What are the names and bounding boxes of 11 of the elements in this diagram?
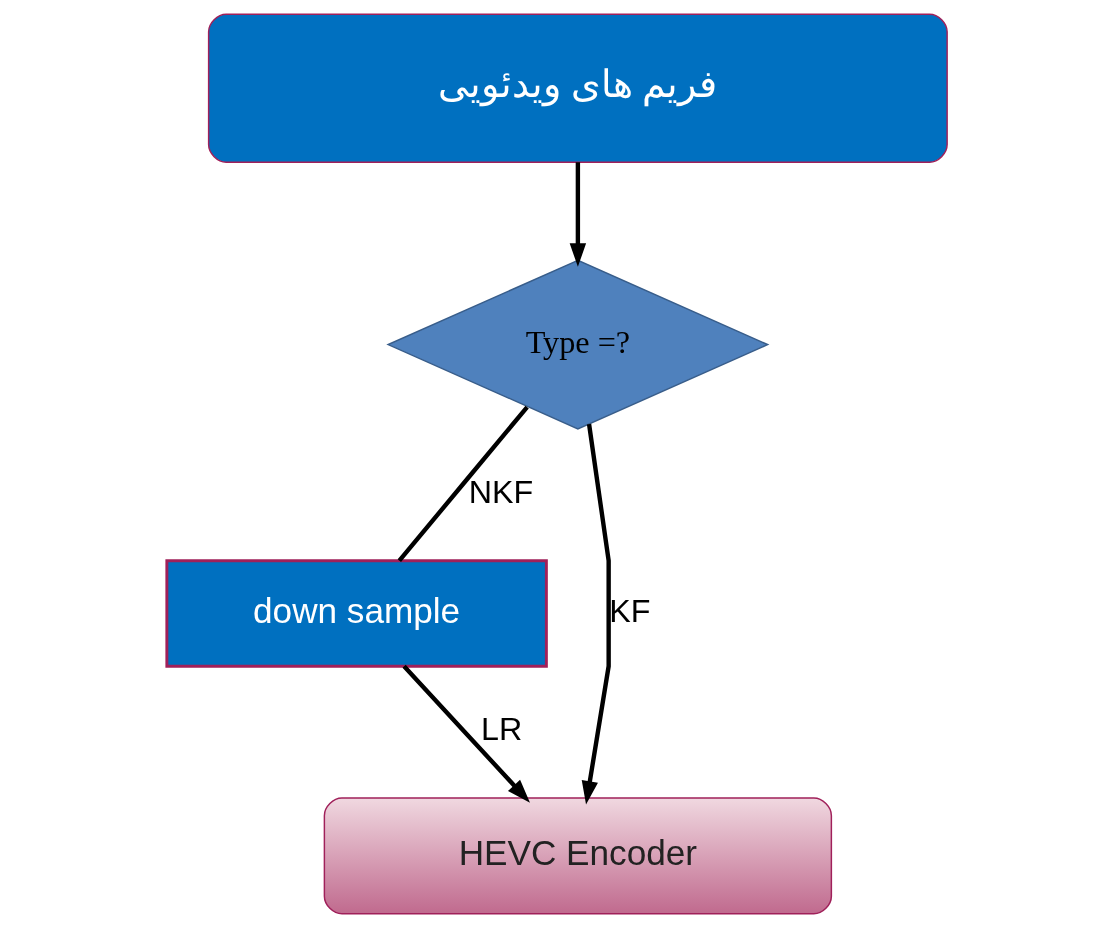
node-box: down sample (165, 559, 548, 668)
edge-label: KF (609, 592, 651, 629)
connector (397, 405, 529, 563)
node-box: HEVC Encoder (323, 797, 833, 915)
node-box: فریم های ویدئویی (207, 13, 948, 163)
node-diamond: Type =? (386, 259, 770, 430)
edge-label: LR (481, 711, 523, 748)
edge-label: NKF (468, 473, 534, 510)
arrow (581, 423, 611, 805)
arrow (569, 162, 587, 267)
arrow (402, 664, 530, 803)
